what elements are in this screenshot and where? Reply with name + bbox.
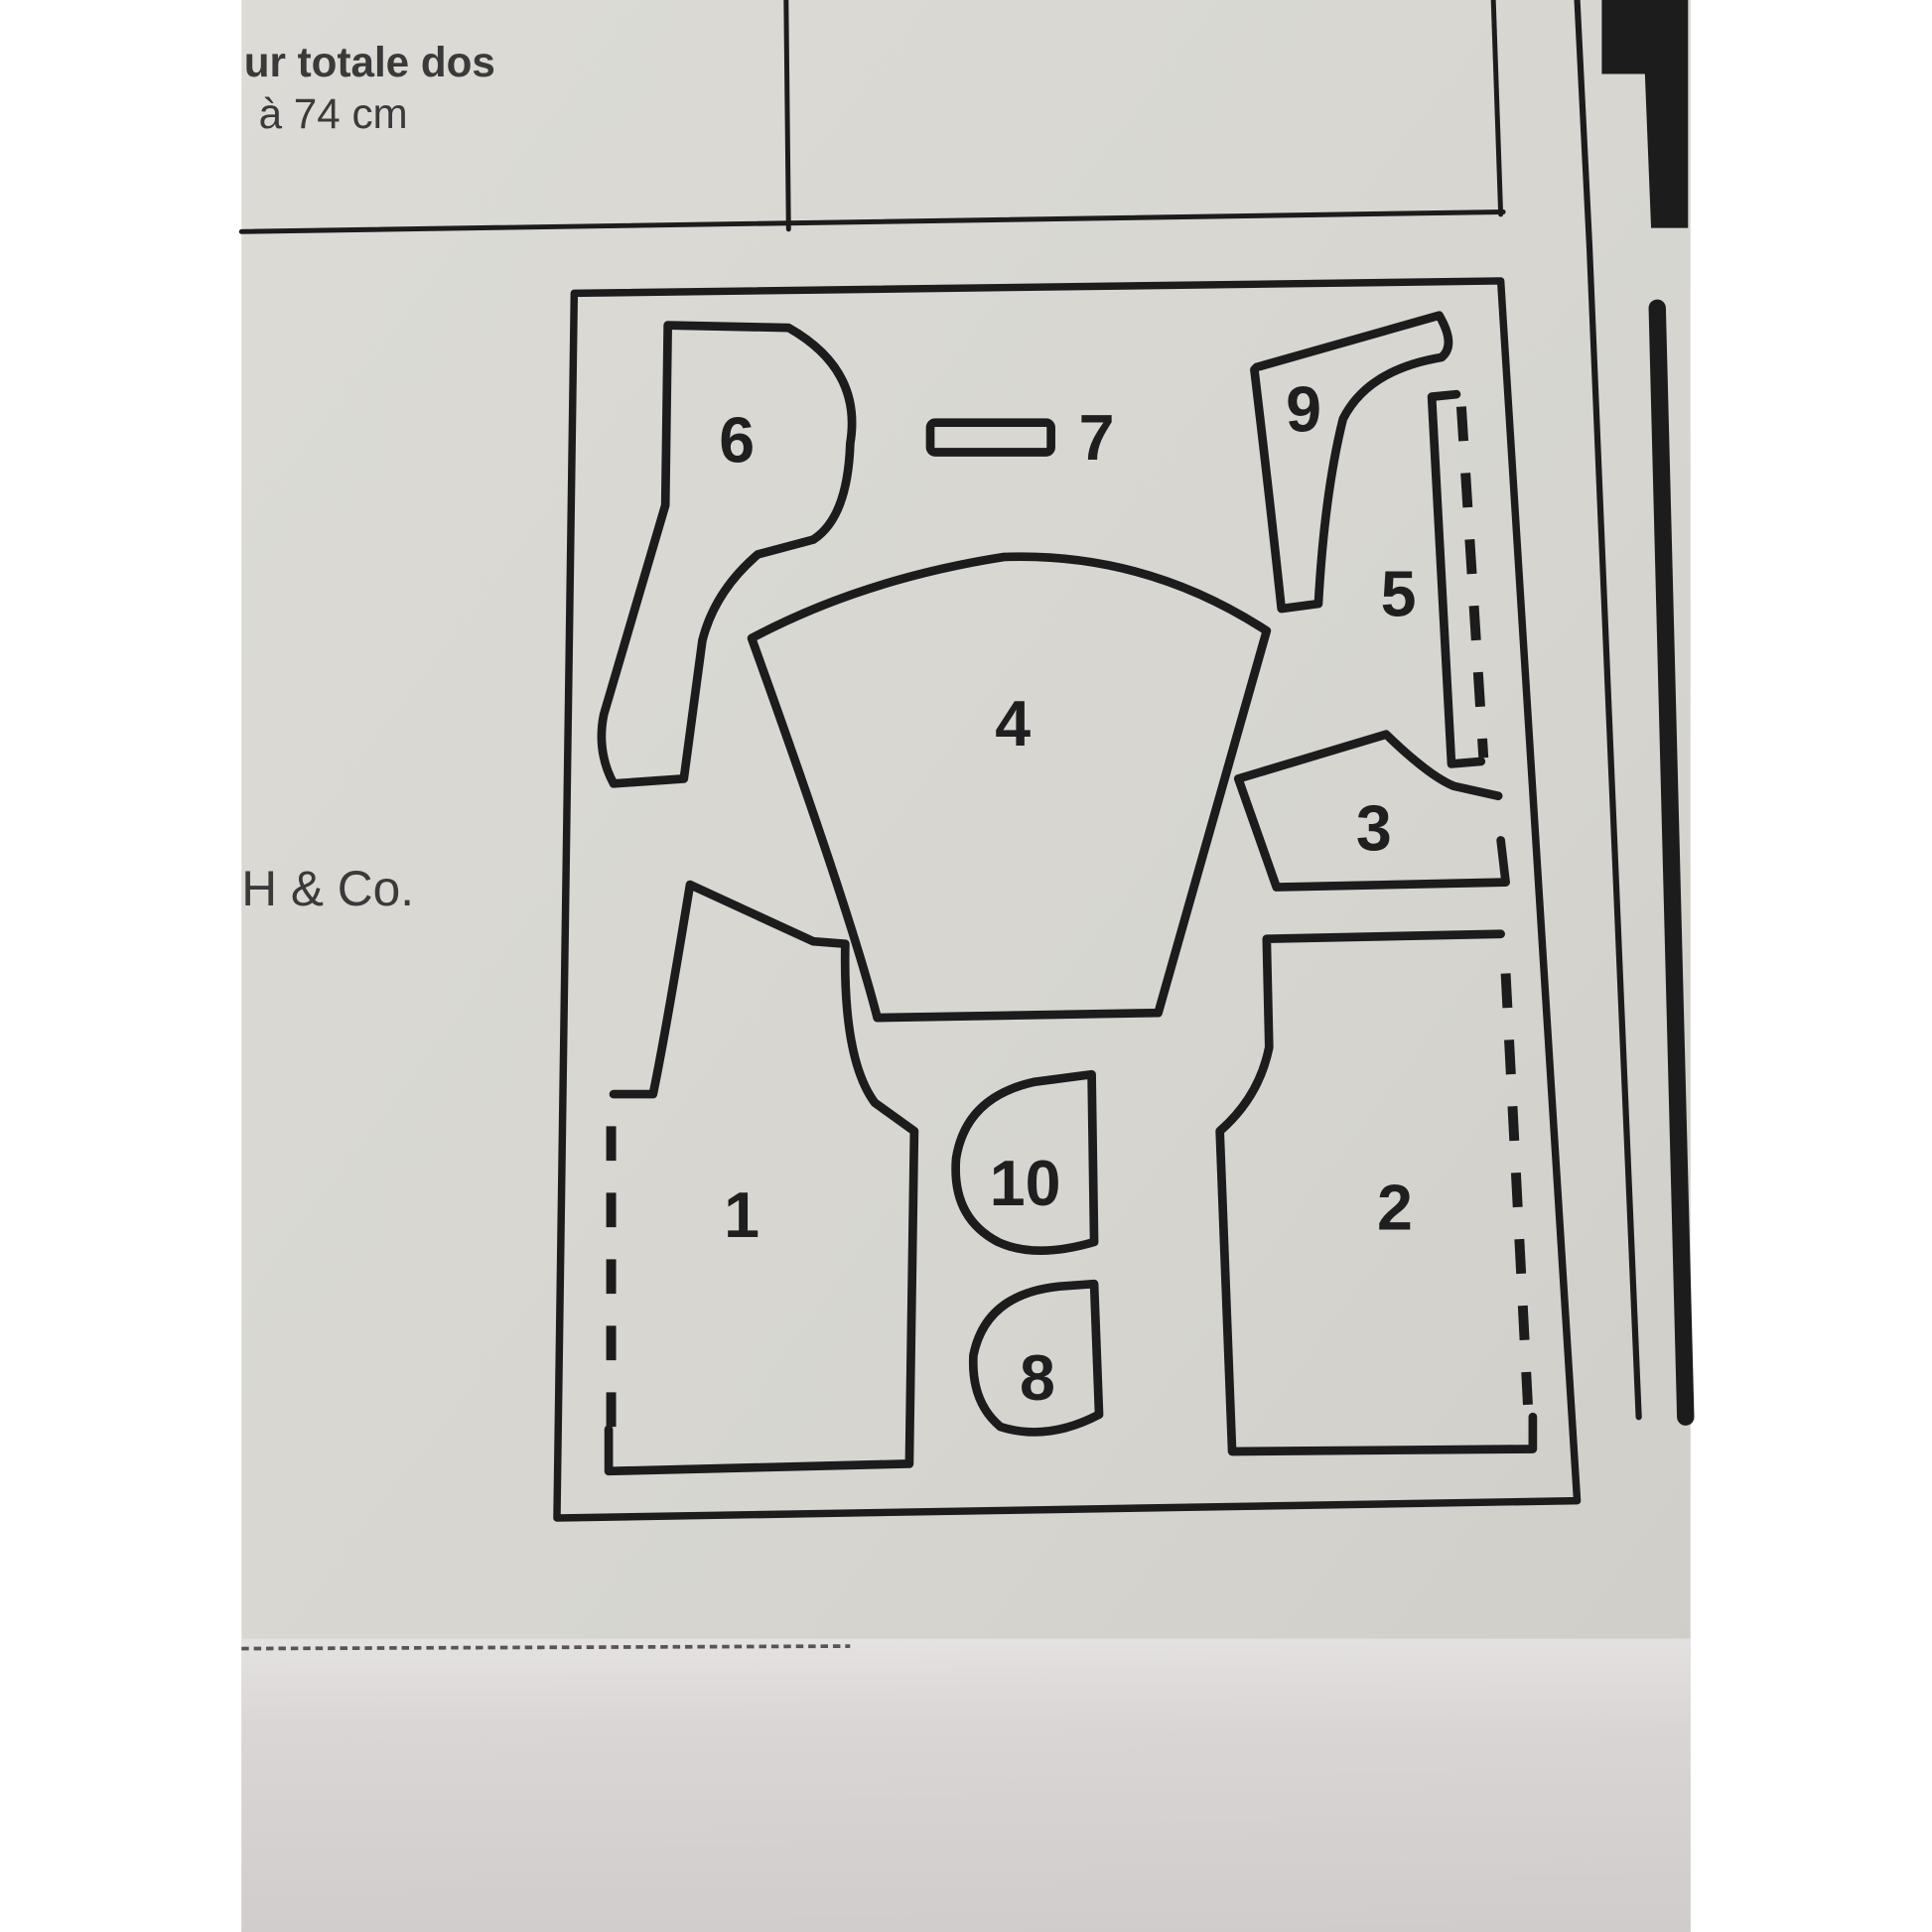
piece-8-label: 8 bbox=[1020, 1342, 1055, 1414]
piece-5-label: 5 bbox=[1381, 559, 1417, 630]
piece-10-outline bbox=[951, 1069, 1099, 1255]
printed-edge-marks bbox=[241, 1644, 851, 1651]
piece-4-outline bbox=[747, 552, 1272, 1023]
piece-4-label: 4 bbox=[995, 688, 1031, 759]
pattern-layout-diagram: 6 7 9 5 4 3 1 2 10 8 bbox=[553, 277, 1582, 1522]
piece-8-outline bbox=[968, 1279, 1104, 1437]
piece-1-outline bbox=[604, 880, 919, 1476]
paper-background bbox=[241, 0, 1691, 1932]
piece-3-outline bbox=[1233, 730, 1510, 892]
table-grid bbox=[238, 0, 1695, 1426]
piece-6-label: 6 bbox=[719, 404, 755, 476]
header-text-line2: à 74 cm bbox=[259, 90, 408, 137]
header-text-line1: ur totale dos bbox=[244, 39, 495, 85]
piece-9-outline bbox=[1250, 311, 1453, 614]
piece-5-outline bbox=[1427, 389, 1486, 768]
piece-9-label: 9 bbox=[1286, 373, 1321, 445]
piece-2-label: 2 bbox=[1377, 1173, 1413, 1244]
piece-3-label: 3 bbox=[1356, 792, 1392, 864]
piece-7-label: 7 bbox=[1079, 402, 1115, 474]
publisher-fragment: H & Co. bbox=[241, 861, 414, 916]
piece-10-label: 10 bbox=[990, 1148, 1061, 1219]
piece-6-outline bbox=[597, 321, 857, 788]
piece-2-outline bbox=[1215, 929, 1538, 1456]
piece-7-outline bbox=[925, 418, 1055, 457]
plastic-sleeve bbox=[241, 1638, 1691, 1932]
piece-1-label: 1 bbox=[724, 1179, 759, 1251]
